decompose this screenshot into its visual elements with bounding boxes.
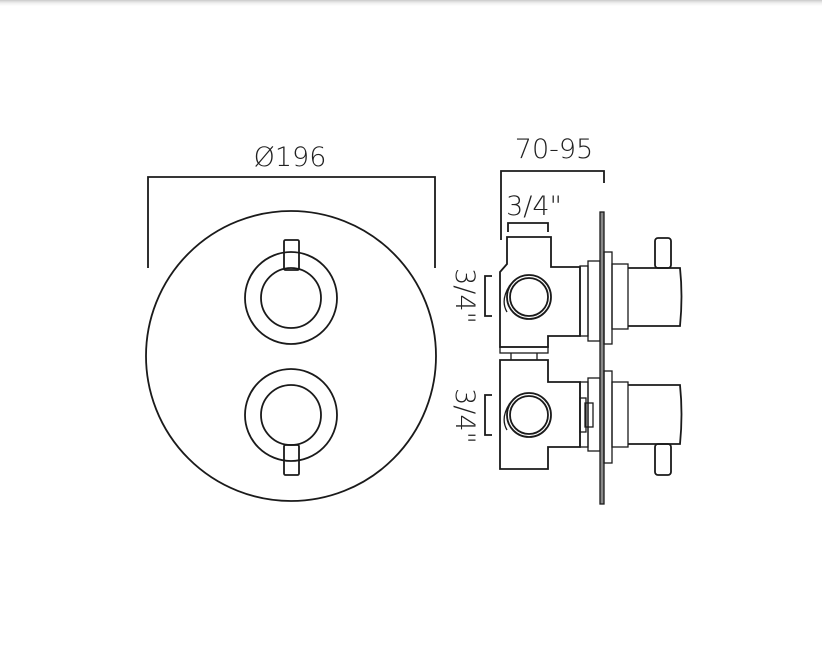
lower-handle-lever xyxy=(283,444,300,476)
lower-handle-side xyxy=(611,381,683,476)
lower-valve-body-outline xyxy=(499,359,581,470)
lower-handle-inner-ring xyxy=(260,384,322,446)
lower-inlet-outer xyxy=(506,392,552,438)
lower-inlet-inner xyxy=(509,395,549,435)
upper-handle-outer-ring xyxy=(244,251,338,345)
lower-handle-lever-side xyxy=(654,443,672,476)
upper-flange xyxy=(587,260,601,342)
cover-plate-circle xyxy=(145,210,437,502)
upper-spacer xyxy=(579,265,589,337)
top-edge-shadow xyxy=(0,0,822,6)
body-connector xyxy=(499,346,549,360)
upper-inlet-outer xyxy=(506,274,552,320)
lower-flange xyxy=(587,377,601,452)
top-inlet-bracket xyxy=(507,222,549,232)
upper-handle-side xyxy=(611,237,683,330)
top-inlet-label: 3/4" xyxy=(506,191,562,222)
lower-inlet-label: 3/4" xyxy=(449,388,480,444)
upper-valve-body-outline xyxy=(499,236,581,348)
lower-spacer xyxy=(579,381,589,448)
upper-handle-lever xyxy=(283,239,300,271)
upper-handle-cylinder xyxy=(628,267,683,327)
diameter-dimension-bracket xyxy=(147,176,436,268)
lower-inlet-collar xyxy=(503,402,511,431)
lower-handle-outer-ring xyxy=(244,368,338,462)
front-view: Ø196 xyxy=(145,142,437,502)
upper-handle-inner-ring xyxy=(260,267,322,329)
lower-handle xyxy=(244,368,338,476)
upper-plate-collar xyxy=(603,251,613,345)
lower-plate-collar xyxy=(603,370,613,464)
upper-inlet-label: 3/4" xyxy=(449,268,480,324)
upper-valve-body xyxy=(499,236,601,348)
lower-inlet-dimension: 3/4" xyxy=(449,388,492,444)
upper-inlet-inner xyxy=(509,277,549,317)
upper-handle-lever-side xyxy=(654,237,672,269)
diameter-label: Ø196 xyxy=(254,142,327,173)
depth-dimension-bracket xyxy=(500,170,605,240)
lower-nut xyxy=(584,402,594,428)
depth-label: 70-95 xyxy=(515,134,593,165)
lower-inlet-bracket xyxy=(484,394,492,436)
upper-handle-base xyxy=(611,263,629,330)
upper-inlet-dimension: 3/4" xyxy=(449,268,492,324)
lower-handle-base xyxy=(611,381,629,448)
upper-inlet-collar xyxy=(503,284,511,313)
side-view: 70-95 3/4" xyxy=(449,134,683,505)
lower-valve-body xyxy=(499,359,601,470)
lower-handle-cylinder xyxy=(628,384,683,445)
upper-handle xyxy=(244,239,338,345)
connector-ring xyxy=(499,346,549,354)
wall-plate xyxy=(599,211,605,505)
upper-inlet-bracket xyxy=(484,275,492,317)
